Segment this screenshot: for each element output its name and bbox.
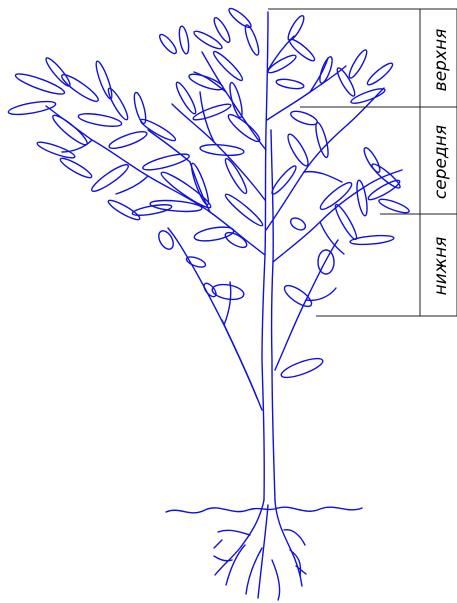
- zone-top-bracket: [268, 9, 420, 107]
- roots: [214, 500, 306, 600]
- soil-line: [166, 507, 362, 513]
- zone-label-middle: середня: [431, 125, 451, 199]
- branch-right-lower: [275, 240, 338, 370]
- zone-label-top: верхня: [431, 29, 451, 92]
- zone-bottom-bracket: [316, 214, 420, 316]
- zone-annotations: [268, 9, 457, 316]
- main-stem: [262, 12, 268, 500]
- branch-left-lower: [168, 228, 262, 410]
- zone-label-bottom: нижня: [431, 237, 451, 296]
- plant: [7, 6, 410, 600]
- leaves: [7, 6, 410, 381]
